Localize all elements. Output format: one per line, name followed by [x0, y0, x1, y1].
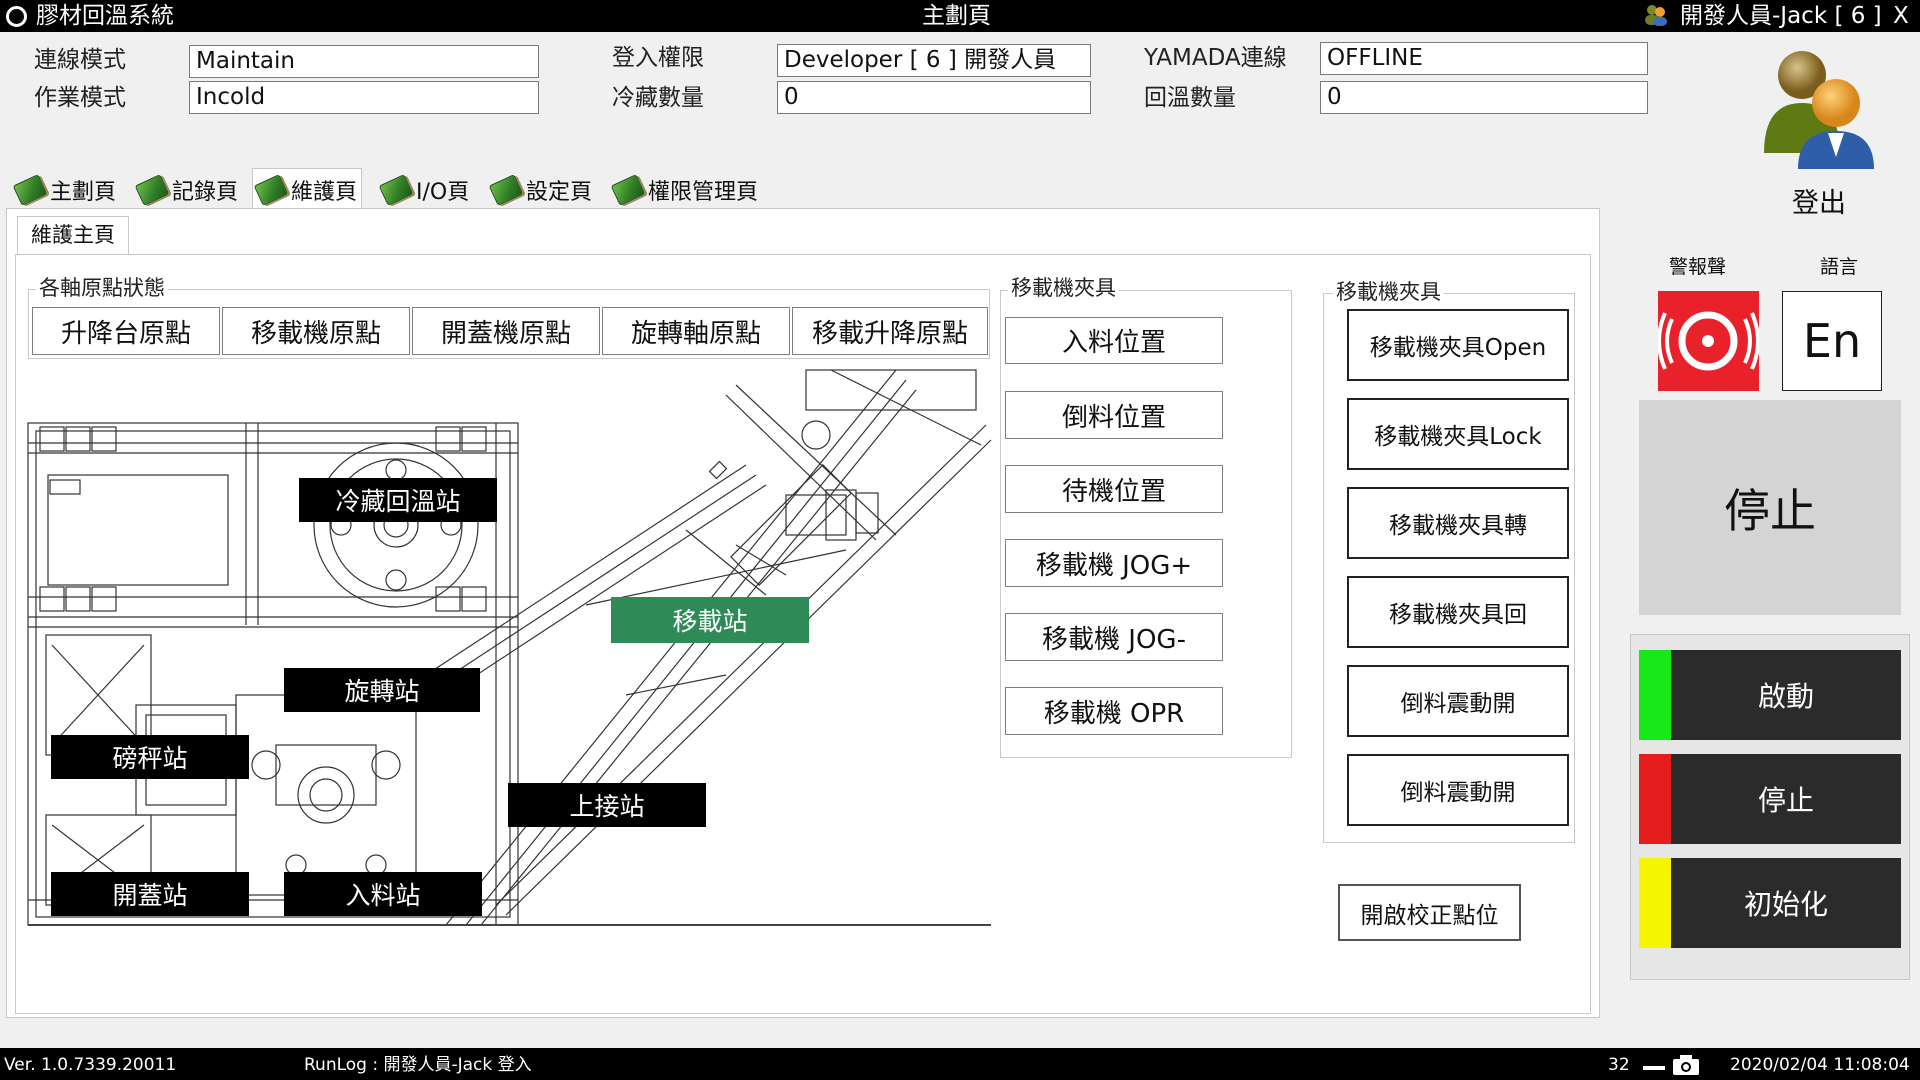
- calibration-button[interactable]: 開啟校正點位: [1338, 884, 1521, 941]
- conn-mode-label: 連線模式: [34, 47, 126, 73]
- transfer-opr-button[interactable]: 移載機 OPR: [1005, 687, 1223, 735]
- tab-records[interactable]: 記錄頁: [134, 172, 242, 208]
- origin-group-title: 各軸原點狀態: [36, 276, 168, 300]
- alarm-icon: [1657, 311, 1760, 371]
- tab-settings[interactable]: 設定頁: [488, 172, 596, 208]
- tab-main[interactable]: 主劃頁: [12, 172, 120, 208]
- users-icon: [1645, 5, 1667, 26]
- book-icon: [378, 174, 414, 206]
- logout-users-icon: [1764, 51, 1874, 169]
- gripper-return-button[interactable]: 移載機夾具回: [1347, 576, 1569, 648]
- user-title: 開發人員-Jack [ 6 ]: [1680, 3, 1882, 29]
- origin-status-group: [28, 289, 990, 359]
- version-text: Ver. 1.0.7339.20011: [4, 1055, 177, 1075]
- stop-indicator: [1639, 754, 1671, 844]
- camera-icon[interactable]: [1672, 1054, 1700, 1076]
- gripper-rotate-button[interactable]: 移載機夾具轉: [1347, 487, 1569, 559]
- lid-station-label: 開蓋站: [51, 872, 249, 916]
- initialize-indicator: [1639, 858, 1671, 948]
- pour-position-button[interactable]: 倒料位置: [1005, 391, 1223, 439]
- work-mode-label: 作業模式: [34, 85, 126, 111]
- lid-origin-button[interactable]: 開蓋機原點: [412, 307, 600, 355]
- rotate-station-label: 旋轉站: [284, 668, 480, 712]
- transfer-jog-plus-button[interactable]: 移載機 JOG+: [1005, 539, 1223, 587]
- book-icon: [12, 174, 48, 206]
- rotate-origin-button[interactable]: 旋轉軸原點: [602, 307, 790, 355]
- login-perm-field: Developer [ 6 ] 開發人員: [777, 44, 1091, 77]
- book-icon: [253, 173, 289, 206]
- minimize-icon[interactable]: [1643, 1066, 1665, 1070]
- pour-vibration-on-button[interactable]: 倒料震動開: [1347, 665, 1569, 737]
- transfer-origin-button[interactable]: 移載機原點: [222, 307, 410, 355]
- gripper-group-title: 移載機夾具: [1333, 280, 1444, 304]
- book-icon: [134, 174, 170, 206]
- feed-position-button[interactable]: 入料位置: [1005, 317, 1223, 364]
- title-bar: 膠材回溫系統 主劃頁 開發人員-Jack [ 6 ] X: [0, 0, 1920, 32]
- login-perm-label: 登入權限: [612, 45, 704, 71]
- yamada-label: YAMADA連線: [1144, 45, 1287, 71]
- conn-mode-field: Maintain: [189, 45, 539, 78]
- warm-count-label: 回溫數量: [1144, 85, 1236, 111]
- pour-vibration-on-button-2[interactable]: 倒料震動開: [1347, 754, 1569, 826]
- language-button[interactable]: En: [1782, 291, 1882, 391]
- transfer-position-group: [1000, 290, 1292, 758]
- standby-position-button[interactable]: 待機位置: [1005, 465, 1223, 513]
- cold-count-field: 0: [777, 81, 1091, 114]
- logout-button[interactable]: 登出: [1756, 45, 1882, 220]
- tab-maintenance[interactable]: 維護頁: [252, 168, 363, 210]
- page-title: 主劃頁: [922, 3, 991, 29]
- machine-layout-diagram: [27, 369, 992, 926]
- weigh-station-label: 磅秤站: [51, 735, 249, 779]
- start-indicator: [1639, 650, 1671, 740]
- runlog-text: RunLog : 開發人員-Jack 登入: [304, 1055, 532, 1075]
- cold-count-label: 冷藏數量: [612, 85, 704, 111]
- initialize-button[interactable]: 初始化: [1639, 858, 1901, 948]
- tab-permissions[interactable]: 權限管理頁: [610, 172, 762, 208]
- yamada-status-field: OFFLINE: [1320, 42, 1648, 75]
- stop-button[interactable]: 停止: [1639, 754, 1901, 844]
- feed-station-label: 入料站: [284, 872, 482, 916]
- lift-origin-button[interactable]: 升降台原點: [32, 307, 220, 355]
- book-icon: [488, 174, 524, 206]
- gripper-group: [1323, 293, 1575, 843]
- subtab-maintenance-main[interactable]: 維護主頁: [17, 216, 129, 254]
- alarm-sound-button[interactable]: [1657, 291, 1760, 391]
- gripper-open-button[interactable]: 移載機夾具Open: [1347, 309, 1569, 381]
- app-logo-icon: [6, 6, 27, 27]
- transfer-lift-origin-button[interactable]: 移載升降原點: [792, 307, 988, 355]
- transfer-jog-minus-button[interactable]: 移載機 JOG-: [1005, 613, 1223, 661]
- status-bar: Ver. 1.0.7339.20011 RunLog : 開發人員-Jack 登…: [0, 1048, 1920, 1080]
- stop-big-button[interactable]: 停止: [1639, 400, 1901, 615]
- book-icon: [610, 174, 646, 206]
- datetime-text: 2020/02/04 11:08:04: [1730, 1055, 1910, 1075]
- upper-station-label: 上接站: [508, 783, 706, 827]
- language-label: 語言: [1820, 256, 1859, 278]
- warm-count-field: 0: [1320, 81, 1648, 114]
- work-mode-field: Incold: [189, 81, 539, 114]
- cold-warm-station-label: 冷藏回溫站: [299, 478, 497, 522]
- alarm-label: 警報聲: [1669, 256, 1727, 278]
- position-group-title: 移載機夾具: [1008, 276, 1119, 300]
- transfer-station-label: 移載站: [611, 597, 809, 643]
- logout-label: 登出: [1792, 188, 1846, 219]
- gripper-lock-button[interactable]: 移載機夾具Lock: [1347, 398, 1569, 470]
- app-title: 膠材回溫系統: [36, 3, 174, 29]
- start-button[interactable]: 啟動: [1639, 650, 1901, 740]
- tab-io[interactable]: I/O頁: [378, 172, 473, 208]
- close-button[interactable]: X: [1893, 3, 1909, 29]
- count-text: 32: [1608, 1055, 1630, 1075]
